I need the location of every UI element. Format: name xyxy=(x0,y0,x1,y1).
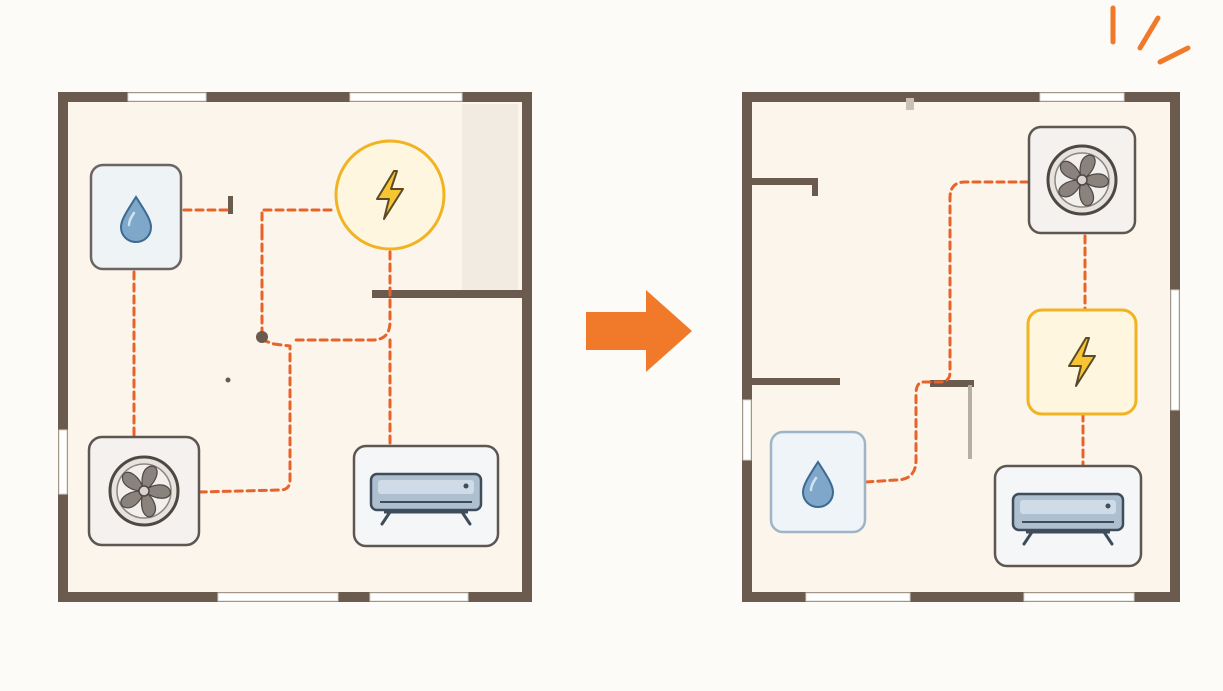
fan-device xyxy=(1027,125,1137,235)
junction xyxy=(256,331,268,343)
right-arrow-icon xyxy=(586,290,692,372)
fan-device xyxy=(87,435,201,547)
junction xyxy=(225,377,231,383)
fan-icon xyxy=(1046,144,1118,216)
water-device xyxy=(89,163,183,271)
floorplan-after xyxy=(742,92,1180,602)
routes xyxy=(864,180,1087,484)
ac-device xyxy=(352,444,500,548)
floorplan-before xyxy=(58,92,532,602)
fan-icon xyxy=(108,455,180,527)
windows xyxy=(742,92,1180,602)
ac-device xyxy=(993,464,1143,568)
power-device xyxy=(1026,308,1138,416)
windows xyxy=(58,92,469,602)
shade-panel xyxy=(462,104,518,294)
water-device xyxy=(769,430,867,534)
sparkle-icon xyxy=(1110,5,1191,65)
power-device xyxy=(334,139,446,251)
